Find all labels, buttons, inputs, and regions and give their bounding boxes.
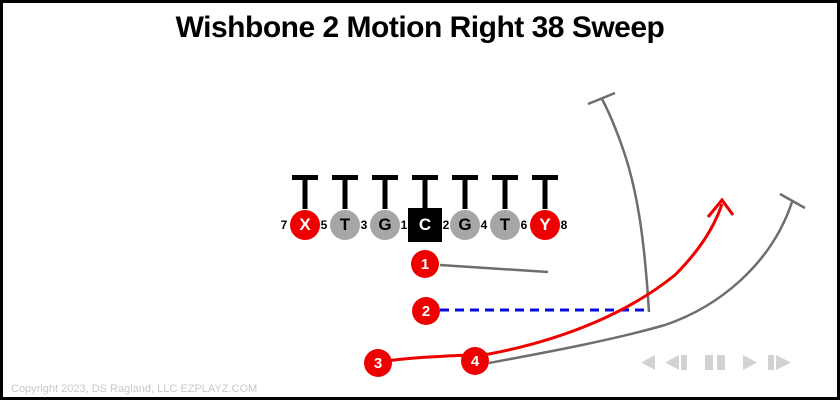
playback-controls [641,355,791,370]
route-back3-arrowhead [706,197,735,218]
play-button[interactable] [743,355,757,370]
defender-mark-7 [532,175,558,180]
step-forward-button[interactable] [768,355,791,370]
copyright-text: Copyright 2023, DS Ragland, LLC EZPLAYZ.… [11,383,258,395]
gap-number-1: 1 [400,218,408,232]
gap-number-2: 2 [442,218,450,232]
player-y-label: Y [539,215,551,234]
route-motion-block-cap [587,91,616,106]
gap-number-6: 6 [520,218,528,232]
route-back4-block-cap [779,192,806,210]
back-4[interactable]: 4 [461,347,489,375]
back-3[interactable]: 3 [364,349,392,377]
rewind-button[interactable] [641,355,655,370]
gap-number-8: 8 [560,218,568,232]
player-rg-label: G [458,215,472,234]
player-x[interactable]: X [290,210,320,240]
player-lg-label: G [378,215,392,234]
player-lt-label: T [339,215,351,234]
route-back1-line [439,263,549,274]
gap-number-3: 3 [360,218,368,232]
step-back-button[interactable] [665,355,687,370]
defender-mark-3 [372,175,398,180]
back-4-label: 4 [470,352,480,370]
back-2-label: 2 [421,302,431,320]
player-rt-label: T [499,215,511,234]
player-x-label: X [299,215,311,234]
player-left-tackle[interactable]: T [330,210,360,240]
back-3-label: 3 [373,354,383,372]
gap-number-4: 4 [480,218,488,232]
gap-number-5: 5 [320,218,328,232]
defender-mark-5 [452,175,478,180]
route-motion-block-curve [600,98,651,313]
routes-layer [378,91,806,365]
back-2[interactable]: 2 [412,297,440,325]
defender-mark-4 [412,175,438,180]
gap-number-7: 7 [280,218,288,232]
back-1[interactable]: 1 [411,250,439,278]
play-title: Wishbone 2 Motion Right 38 Sweep [175,11,665,44]
player-c-label: C [418,215,432,234]
player-center[interactable]: C [408,208,442,242]
back-1-label: 1 [420,255,430,273]
defender-mark-2 [332,175,358,180]
defender-mark-1 [292,175,318,180]
pause-button[interactable] [705,355,725,370]
defender-mark-6 [492,175,518,180]
